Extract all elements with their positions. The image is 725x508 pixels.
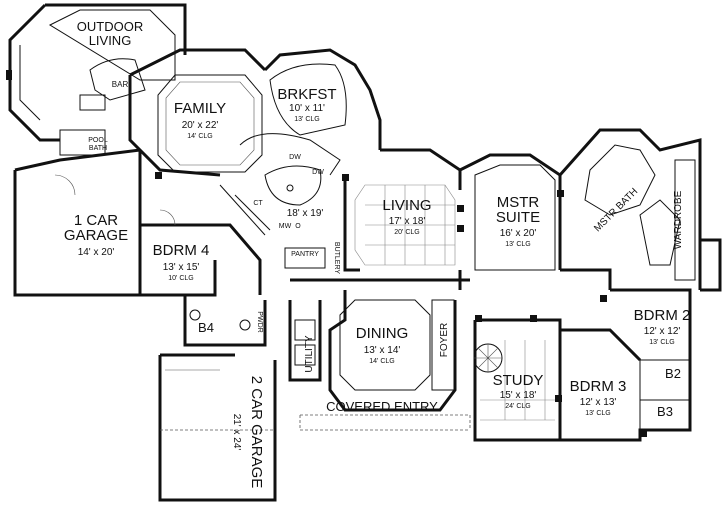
- pool-bath-label: POOL: [88, 137, 108, 144]
- one-car-garage-label: 1 CAR: [74, 212, 118, 229]
- living-label: LIVING: [382, 197, 431, 214]
- bdrm3-size: 12' x 13': [580, 397, 617, 408]
- dining-size: 13' x 14': [364, 345, 401, 356]
- dining-ceiling: 14' CLG: [369, 358, 394, 365]
- two-car-garage-label: 2 CAR GARAGE: [248, 376, 265, 489]
- mstr-suite-label: MSTR: [497, 194, 540, 211]
- outdoor-living-label: OUTDOOR: [77, 19, 143, 34]
- b2-label: B2: [665, 366, 681, 381]
- butlery-label: BUTLERY: [333, 242, 340, 274]
- family-ceiling: 14' CLG: [187, 133, 212, 140]
- one-car-garage-size: 14' x 20': [78, 247, 115, 258]
- covered-entry-pavers: [299, 414, 471, 431]
- study-grid: [480, 340, 555, 421]
- mstr-suite-ceiling: 13' CLG: [505, 241, 530, 248]
- outdoor-living-label-2: LIVING: [89, 33, 132, 48]
- room-labels: OUTDOOR LIVING BAR POOL BATH FAMILY 20' …: [64, 19, 690, 488]
- bar-label: BAR: [112, 80, 129, 89]
- study-ceiling: 24' CLG: [505, 403, 530, 410]
- brkfst-size: 10' x 11': [289, 103, 325, 114]
- covered-entry-label: COVERED ENTRY: [326, 399, 438, 414]
- bdrm3-label: BDRM 3: [570, 378, 627, 395]
- foyer-label: FOYER: [439, 323, 450, 357]
- kitchen-dw-2: DW: [312, 169, 324, 176]
- kitchen-size: 18' x 19': [287, 208, 324, 219]
- wardrobe-label: WARDROBE: [673, 190, 684, 249]
- interior-details: [6, 9, 696, 437]
- kitchen-o: O: [295, 223, 301, 230]
- bdrm4-ceiling: 10' CLG: [168, 275, 193, 282]
- brkfst-ceiling: 13' CLG: [294, 116, 319, 123]
- one-car-garage-label-2: GARAGE: [64, 227, 128, 244]
- pwdr-label: PWDR: [256, 311, 263, 332]
- b4-label: B4: [198, 320, 214, 335]
- bdrm4-size: 13' x 15': [163, 262, 200, 273]
- pantry-label: PANTRY: [291, 251, 319, 258]
- study-label: STUDY: [493, 372, 544, 389]
- bdrm2-label: BDRM 2: [634, 307, 691, 324]
- study-size: 15' x 18': [500, 390, 537, 401]
- dining-label: DINING: [356, 325, 409, 342]
- b3-label: B3: [657, 404, 673, 419]
- two-car-garage-size: 21' x 24': [231, 414, 242, 451]
- brkfst-label: BRKFST: [277, 86, 336, 103]
- bdrm3-ceiling: 13' CLG: [585, 410, 610, 417]
- living-grid: [354, 184, 456, 266]
- utility-label: UTILITY: [304, 335, 315, 373]
- family-size: 20' x 22': [182, 120, 219, 131]
- pool-bath-label-2: BATH: [89, 145, 107, 152]
- living-size: 17' x 18': [389, 216, 426, 227]
- living-ceiling: 20' CLG: [394, 229, 419, 236]
- bdrm2-size: 12' x 12': [644, 326, 681, 337]
- mstr-suite-size: 16' x 20': [500, 228, 537, 239]
- kitchen-ct: CT: [253, 200, 263, 207]
- kitchen-dw-1: DW: [289, 154, 301, 161]
- bdrm2-ceiling: 13' CLG: [649, 339, 674, 346]
- kitchen-mw: MW: [279, 223, 292, 230]
- family-label: FAMILY: [174, 100, 226, 117]
- mstr-suite-label-2: SUITE: [496, 209, 540, 226]
- mstr-bath-label: MSTR BATH: [592, 186, 640, 234]
- bdrm4-label: BDRM 4: [153, 242, 210, 259]
